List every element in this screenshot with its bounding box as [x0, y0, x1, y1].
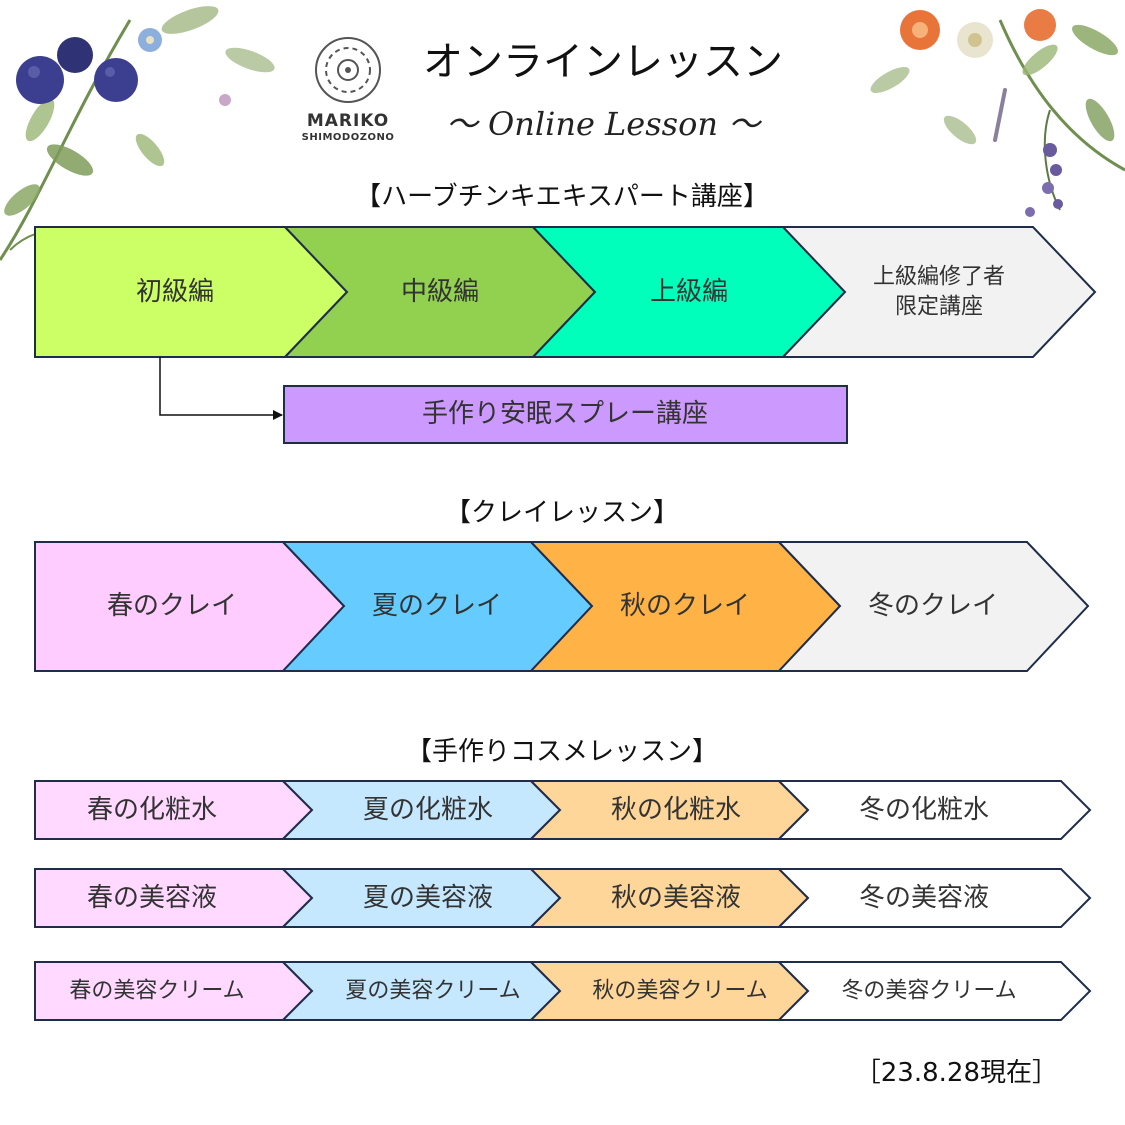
section-title-herb: 【ハーブチンキエキスパート講座】 — [355, 182, 769, 212]
chevron-step-toner-2: 夏の化粧水 — [280, 780, 562, 840]
chevron-step-cream-3: 秋の美容クリーム — [528, 961, 810, 1021]
chevron-shape — [776, 780, 1092, 840]
chevron-step-cream-1: 春の美容クリーム — [34, 961, 314, 1021]
chevron-step-clay-1: 春のクレイ — [34, 541, 346, 672]
herb-course-flow: 初級編 中級編 上級編 上級編修了者 限定講座 — [34, 226, 1097, 358]
chevron-label: 夏の化粧水 — [363, 795, 493, 825]
chevron-label: 春の美容液 — [87, 883, 217, 913]
chevron-label: 冬の美容クリーム — [841, 979, 1016, 1004]
chevron-label: 秋の化粧水 — [611, 795, 741, 825]
chevron-label: 春の化粧水 — [87, 795, 217, 825]
chevron-label: 秋の美容クリーム — [592, 979, 767, 1004]
chevron-shape — [776, 961, 1092, 1021]
chevron-label: 夏の美容クリーム — [345, 979, 520, 1004]
logo-text-shimodozono: SHIMODOZONO — [302, 132, 395, 143]
branch-course-sleep-spray: 手作り安眠スプレー講座 — [283, 385, 848, 444]
chevron-step-serum-3: 秋の美容液 — [528, 868, 810, 928]
chevron-label: 冬の美容液 — [859, 883, 989, 913]
chevron-label: 春の美容クリーム — [69, 979, 244, 1004]
logo-text-mariko: MARIKO — [307, 111, 389, 131]
chevron-label: 中級編 — [401, 277, 479, 307]
page-title: オンラインレッスン — [423, 39, 783, 85]
section-title-cosme: 【手作りコスメレッスン】 — [406, 737, 718, 767]
branch-course-label: 手作り安眠スプレー講座 — [422, 399, 708, 429]
chevron-shape — [780, 226, 1097, 358]
chevron-label: 夏の美容液 — [363, 883, 493, 913]
chevron-step-serum-1: 春の美容液 — [34, 868, 314, 928]
cosme-row-serum: 春の美容液 夏の美容液 秋の美容液 冬の美容液 — [34, 868, 1092, 928]
chevron-step-toner-1: 春の化粧水 — [34, 780, 314, 840]
page-subtitle: ～ Online Lesson ～ — [446, 105, 763, 143]
botanical-decoration-left — [0, 6, 275, 261]
cosme-row-toner: 春の化粧水 夏の化粧水 秋の化粧水 冬の化粧水 — [34, 780, 1092, 840]
chevron-step-herb-4: 上級編修了者 限定講座 — [780, 226, 1097, 358]
chevron-label: 初級編 — [136, 277, 214, 307]
chevron-label: 冬の化粧水 — [859, 795, 989, 825]
chevron-shape — [776, 541, 1090, 672]
branch-course-box — [283, 385, 848, 444]
cosme-row-cream: 春の美容クリーム 夏の美容クリーム 秋の美容クリーム 冬の美容クリーム — [34, 961, 1092, 1021]
chevron-step-herb-1: 初級編 — [34, 226, 349, 358]
chevron-label: 上級編 — [650, 277, 728, 307]
chevron-step-clay-4: 冬のクレイ — [776, 541, 1090, 672]
chevron-step-cream-4: 冬の美容クリーム — [776, 961, 1092, 1021]
botanical-decoration-right — [870, 9, 1125, 217]
branch-connector-arrow — [159, 357, 283, 420]
chevron-label: 秋の美容液 — [611, 883, 741, 913]
clay-lesson-flow: 春のクレイ 夏のクレイ 秋のクレイ 冬のクレイ — [34, 541, 1090, 672]
date-note: ［23.8.28現在］ — [855, 1058, 1058, 1088]
chevron-label: 冬のクレイ — [868, 591, 998, 621]
chevron-label-line-2: 限定講座 — [895, 295, 983, 320]
chevron-step-toner-4: 冬の化粧水 — [776, 780, 1092, 840]
chevron-step-clay-2: 夏のクレイ — [280, 541, 594, 672]
chevron-label: 春のクレイ — [107, 591, 237, 621]
chevron-step-toner-3: 秋の化粧水 — [528, 780, 810, 840]
brand-logo: MARIKO SHIMODOZONO — [302, 37, 395, 143]
section-title-clay: 【クレイレッスン】 — [445, 498, 679, 528]
chevron-label: 秋のクレイ — [620, 591, 750, 621]
chevron-step-serum-2: 夏の美容液 — [280, 868, 562, 928]
chevron-step-cream-2: 夏の美容クリーム — [280, 961, 562, 1021]
chevron-shape — [776, 868, 1092, 928]
chevron-label: 夏のクレイ — [372, 591, 502, 621]
chevron-step-herb-2: 中級編 — [282, 226, 597, 358]
chevron-step-serum-4: 冬の美容液 — [776, 868, 1092, 928]
chevron-label-line-1: 上級編修了者 — [873, 265, 1005, 290]
